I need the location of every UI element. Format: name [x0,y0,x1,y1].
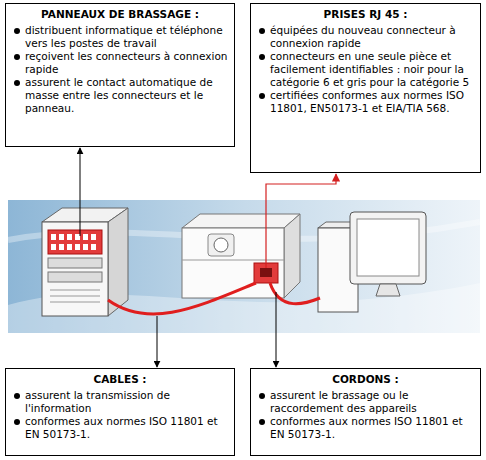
computer [318,212,426,312]
bullet-text: assurent le brassage ou le raccordement … [270,389,417,414]
wall-outlet [182,214,300,298]
leader-arrow [276,292,277,367]
patch-panel [48,230,102,254]
box-heading-row: CORDONS : [257,373,474,386]
outlet-top [182,214,300,228]
leader-arrow [157,316,158,367]
bullet-text: distribuent informatique et téléphone ve… [25,24,223,49]
power-socket [214,238,228,252]
info-box: CABLES : assurent la transmission de l'in… [5,368,235,456]
box-heading: PRISES RJ 45 : [324,8,408,20]
bullet-row: certifiées conformes aux normes ISO 1180… [257,89,474,115]
bullet-text: assurent la transmission de l'informatio… [25,389,170,414]
cabinet-row [48,258,102,268]
monitor-screen [357,219,419,276]
band [8,200,480,333]
power-socket [208,234,234,256]
bullet-text: assurent le contact automatique de masse… [25,76,213,114]
bullet-text: équipées du nouveau connecteur à connexi… [270,24,456,49]
bullet-text: conformes aux normes ISO 11801 et EN 501… [270,415,463,440]
bullet-row: conformes aux normes ISO 11801 et EN 501… [12,415,228,441]
leader-arrow [266,174,336,268]
patch-cabinet [42,208,128,316]
leader-arrow [80,148,81,236]
bullet-row: distribuent informatique et téléphone ve… [12,24,228,50]
panel-ports [51,234,96,250]
box-heading: PANNEAUX DE BRASSAGE : [41,8,199,20]
bullet-dot [14,419,20,425]
bullet-dot [259,54,265,60]
bullet-dot [14,28,20,34]
bullet-row: connecteurs en une seule pièce et facile… [257,50,474,89]
box-heading-row: PRISES RJ 45 : [257,8,474,21]
outlet-divider [182,260,284,261]
bullet-text: certifiées conformes aux normes ISO 1180… [270,89,464,114]
bullet-row: assurent le contact automatique de masse… [12,76,228,115]
bullet-row: assurent le brassage ou le raccordement … [257,389,474,415]
bullet-dot [259,393,265,399]
box-heading-row: PANNEAUX DE BRASSAGE : [12,8,228,21]
cabinet-side [108,208,128,316]
monitor-stand [376,284,400,296]
bullet-dot [259,419,265,425]
bullet-dot [259,28,265,34]
info-box: PANNEAUX DE BRASSAGE : distribuent inform… [5,3,235,147]
bullet-dot [14,54,20,60]
box-heading-row: CABLES : [12,373,228,386]
bullet-dot [14,393,20,399]
background-band [8,200,480,333]
patch-cord [270,283,320,304]
box-heading: CORDONS : [332,373,399,385]
info-box: CORDONS : assurent le brassage ou le racc… [250,368,481,456]
box-heading: CABLES : [93,373,146,385]
bullet-row: reçoivent les connecteurs à connexion ra… [12,50,228,76]
bullet-dot [259,93,265,99]
cabinet-front [42,222,108,316]
monitor [350,212,426,284]
bullet-text: reçoivent les connecteurs à connexion ra… [25,50,228,75]
bullet-text: connecteurs en une seule pièce et facile… [270,50,469,88]
outlet-front [182,228,284,298]
bullet-text: conformes aux normes ISO 11801 et EN 501… [25,415,218,440]
info-box: PRISES RJ 45 : équipées du nouveau connec… [250,3,481,173]
outlet-side [284,214,300,298]
rj45-port [260,268,272,277]
network-cable [108,283,256,314]
cabinet-row [48,272,102,282]
bullet-dot [14,80,20,86]
bullet-row: assurent la transmission de l'informatio… [12,389,228,415]
bullet-row: conformes aux normes ISO 11801 et EN 501… [257,415,474,441]
cabinet-vents [50,290,100,302]
bullet-row: équipées du nouveau connecteur à connexi… [257,24,474,50]
